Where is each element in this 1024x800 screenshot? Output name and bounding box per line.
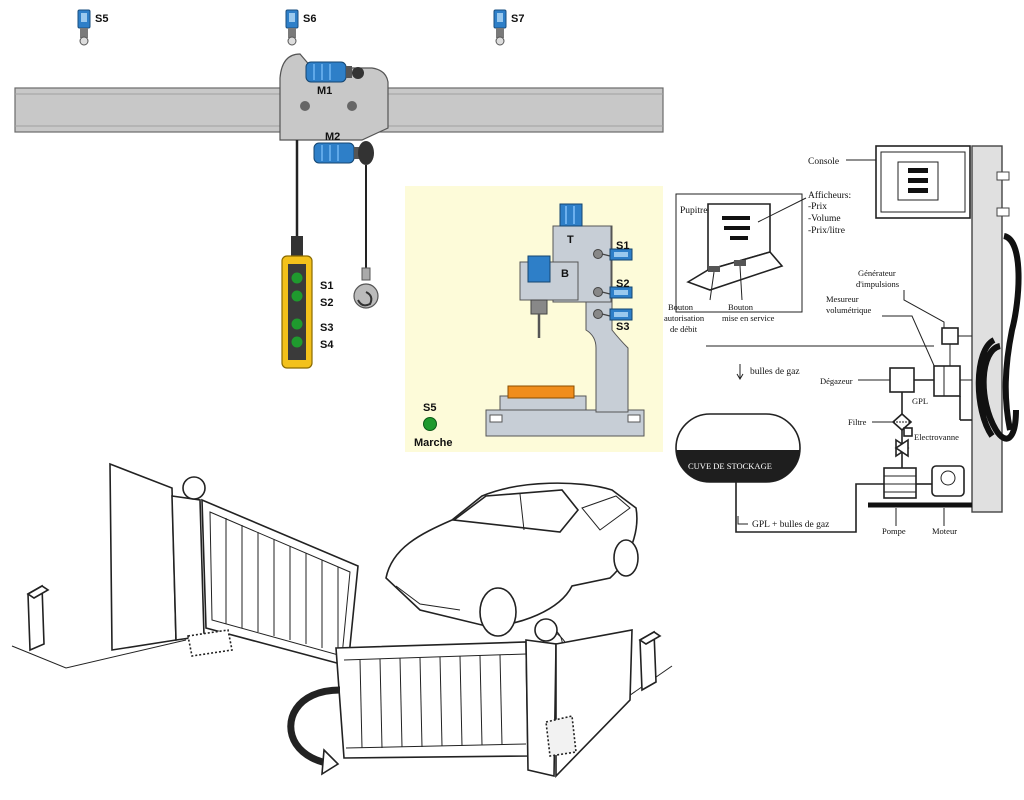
start-button[interactable] — [423, 417, 437, 431]
degasser-label: Dégazeur — [820, 376, 853, 386]
motor-m1 — [305, 61, 353, 83]
pendant-button-s3[interactable] — [291, 318, 303, 330]
filter-label: Filtre — [848, 417, 867, 427]
bubbles-label: bulles de gaz — [750, 367, 800, 377]
displays-item-price: -Prix — [808, 202, 827, 212]
filter — [891, 412, 913, 432]
motor-m2 — [313, 142, 361, 164]
meter-label-2: volumétrique — [826, 305, 872, 315]
drill-switch-s2-label: S2 — [616, 278, 629, 290]
bollard-right — [638, 630, 662, 692]
pump — [883, 467, 932, 499]
limit-switch-s7: S7 — [493, 9, 524, 46]
left-gate-leaf — [201, 498, 359, 668]
pulse-generator — [941, 327, 972, 366]
pendant-label-s4: S4 — [320, 339, 334, 351]
bollard-left — [26, 584, 50, 652]
solenoid-valve — [894, 427, 913, 458]
motor-label: Moteur — [932, 526, 957, 536]
crane-hook — [353, 267, 379, 309]
car — [385, 482, 639, 661]
pendant-button-s4[interactable] — [291, 336, 303, 348]
limit-switch-s5: S5 — [77, 9, 108, 46]
drill-head-label: T — [567, 234, 574, 246]
gate-motor-left — [187, 629, 233, 657]
dispenser-housing — [971, 145, 1003, 513]
drill-switch-s3-label: S3 — [616, 321, 629, 333]
generator-label-1: Générateur — [858, 268, 896, 278]
gate-motor-right — [545, 715, 577, 757]
console-label: Console — [808, 157, 839, 167]
auth-button-label-3: de débit — [670, 324, 698, 334]
overhead-crane: S5 S6 S7 M1 M2 — [14, 9, 664, 369]
start-button-id: S5 — [423, 402, 436, 414]
service-button-label-1: Bouton — [728, 302, 754, 312]
gate-rotation-arrow — [287, 686, 341, 768]
pendant-button-s2[interactable] — [291, 290, 303, 302]
service-button[interactable] — [734, 260, 746, 266]
drill-switch-s3 — [592, 308, 633, 321]
right-wall — [555, 629, 633, 778]
displays-title: Afficheurs: — [808, 190, 851, 201]
auth-button[interactable] — [708, 266, 720, 272]
crane-trolley: M1 M2 — [279, 53, 389, 165]
pendant-label-s2: S2 — [320, 297, 333, 309]
drill-press-panel: T B S1 S2 S3 S5 Marche — [405, 186, 663, 452]
service-button-label-2: mise en service — [722, 313, 775, 323]
degasser — [889, 367, 934, 393]
storage-tank: CUVE DE STOCKAGE — [675, 413, 801, 483]
pump-motor — [931, 465, 965, 497]
displays-item-unit-price: -Prix/litre — [808, 226, 845, 236]
pendant-label-s3: S3 — [320, 322, 333, 334]
drill-press-machine: T B — [485, 203, 645, 437]
tank-label: CUVE DE STOCKAGE — [688, 461, 772, 471]
pendant-control: S1 S2 S3 S4 — [281, 255, 334, 369]
left-wall — [109, 462, 177, 651]
limit-switch-s6-label: S6 — [303, 13, 316, 25]
console-display — [875, 145, 971, 219]
volume-meter — [933, 365, 972, 397]
valve-label: Electrovanne — [914, 432, 959, 442]
fuel-hose — [975, 233, 1022, 442]
left-pillar — [171, 476, 206, 641]
right-gate-leaf — [335, 641, 529, 759]
auth-button-label-1: Bouton — [668, 302, 694, 312]
drill-switch-s1-label: S1 — [616, 240, 629, 252]
gpl-label: GPL — [912, 396, 928, 406]
motor-m2-label: M2 — [325, 131, 340, 143]
start-button-label: Marche — [414, 437, 453, 449]
pump-label: Pompe — [882, 526, 906, 536]
meter-label-1: Mesureur — [826, 294, 859, 304]
pendant-label-s1: S1 — [320, 280, 333, 292]
pendant-button-s1[interactable] — [291, 272, 303, 284]
limit-switch-s6: S6 — [285, 9, 316, 46]
displays-item-volume: -Volume — [808, 214, 841, 224]
drill-spindle-label: B — [561, 268, 569, 280]
auth-button-label-2: autorisation — [664, 313, 705, 323]
limit-switch-s7-label: S7 — [511, 13, 524, 25]
gpl-bubbles-label: GPL + bulles de gaz — [752, 520, 829, 530]
attendant-desk: Pupitre du pompiste — [675, 193, 807, 313]
generator-label-2: d'impulsions — [856, 279, 899, 289]
motor-m1-label: M1 — [317, 85, 332, 97]
limit-switch-s5-label: S5 — [95, 13, 108, 25]
lpg-station: Console Pupitre du pompiste — [664, 145, 1022, 536]
swing-gate-scene — [11, 462, 673, 778]
